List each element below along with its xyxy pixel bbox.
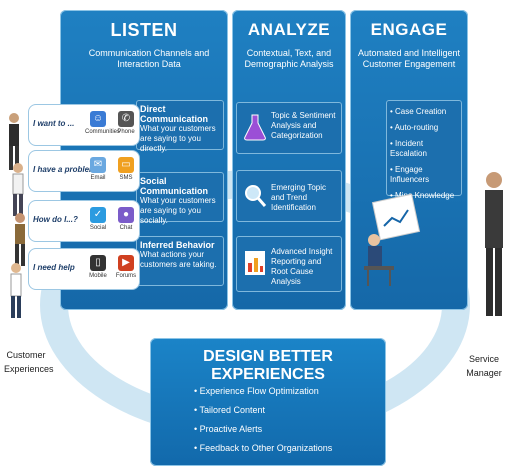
service-manager-label: Service Manager	[466, 354, 502, 378]
customer-figure	[10, 263, 22, 318]
analyze-item-trend: Emerging Topic and Trend Identification	[236, 170, 342, 222]
mobile-icon: ▯	[90, 255, 106, 271]
customer-figure	[12, 163, 24, 216]
analyze-item-text: Emerging Topic and Trend Identification	[271, 183, 326, 212]
channel-forums: ▶Forums	[115, 255, 137, 279]
analyze-title: ANALYZE	[247, 20, 331, 39]
customer-figure	[9, 113, 19, 170]
channel-email: ✉Email	[90, 157, 106, 181]
listen-item-head: Inferred Behavior	[140, 240, 215, 250]
listen-item-head: Direct Communication	[140, 104, 209, 124]
flask-icon	[244, 114, 266, 141]
customer-experiences-label: Customer Experiences	[4, 350, 54, 374]
communities-icon: ☺	[90, 111, 106, 127]
listen-subtitle: Communication Channels and Interaction D…	[88, 48, 210, 69]
listen-item-head: Social Communication	[140, 176, 209, 196]
channel-social: ✓Social	[89, 207, 107, 231]
manager-at-desk-illustration	[364, 193, 421, 286]
channel-phone: ✆Phone	[117, 111, 135, 135]
channel-mobile: ▯Mobile	[89, 255, 107, 279]
design-better-experiences-box: DESIGN BETTER EXPERIENCES • Experience F…	[150, 338, 386, 466]
customer-bubble: I want to ... ☺Communities ✆Phone	[28, 104, 140, 146]
email-icon: ✉	[90, 157, 106, 173]
engage-column: ENGAGE Automated and Intelligent Custome…	[350, 10, 468, 310]
engage-bullet: • Incident Escalation	[390, 139, 427, 158]
analyze-item-text: Advanced Insight Reporting and Root Caus…	[271, 247, 333, 286]
bubble-text: I need help	[33, 263, 75, 272]
engage-subtitle: Automated and Intelligent Customer Engag…	[357, 48, 461, 69]
forums-icon: ▶	[118, 255, 134, 271]
bubble-text: I have a problem	[33, 165, 97, 174]
listen-item-social: Social Communication What your customers…	[136, 172, 224, 225]
bottom-bullet: • Experience Flow Optimization	[194, 386, 319, 396]
analyze-item-report: Advanced Insight Reporting and Root Caus…	[236, 236, 342, 292]
engage-title: ENGAGE	[370, 20, 448, 39]
analyze-item-text: Topic & Sentiment Analysis and Categoriz…	[271, 111, 336, 140]
social-icon: ✓	[90, 207, 106, 223]
bubble-text: I want to ...	[33, 119, 75, 128]
report-icon	[245, 251, 265, 275]
phone-icon: ✆	[118, 111, 134, 127]
analyze-column: ANALYZE Contextual, Text, and Demographi…	[232, 10, 346, 310]
bottom-title: DESIGN BETTER EXPERIENCES	[203, 348, 333, 383]
sms-icon: ▭	[118, 157, 134, 173]
engage-bullet: • Case Creation	[390, 107, 447, 116]
channel-communities: ☺Communities	[85, 111, 121, 135]
listen-item-body: What your customers are saying to you di…	[140, 124, 216, 153]
bottom-bullet: • Feedback to Other Organizations	[194, 443, 333, 453]
listen-title: LISTEN	[110, 20, 178, 40]
engage-bullet: • Auto-routing	[390, 123, 439, 132]
customer-bubble: How do I...? ✓Social ●Chat	[28, 200, 140, 242]
listen-item-body: What your customers are saying to you so…	[140, 196, 216, 225]
chat-icon: ●	[118, 207, 134, 223]
bubble-text: How do I...?	[33, 215, 78, 224]
listen-item-inferred: Inferred Behavior What actions your cust…	[136, 236, 224, 286]
engage-bullet: • Mine Knowledge	[390, 191, 455, 200]
engage-bullets: • Case Creation • Auto-routing • Inciden…	[386, 100, 462, 200]
analyze-item-sentiment: Topic & Sentiment Analysis and Categoriz…	[236, 102, 342, 154]
magnifier-icon	[245, 185, 267, 207]
channel-sms: ▭SMS	[118, 157, 134, 181]
bottom-bullet: • Proactive Alerts	[194, 424, 263, 434]
bottom-bullet: • Tailored Content	[194, 405, 266, 415]
engage-bullet: • Engage Influencers	[390, 165, 430, 184]
service-manager-figure	[485, 172, 503, 316]
listen-item-body: What actions your customers are taking.	[140, 250, 217, 269]
listen-item-direct: Direct Communication What your customers…	[136, 100, 224, 153]
channel-chat: ●Chat	[118, 207, 134, 231]
customer-bubble: I have a problem ✉Email ▭SMS	[28, 150, 140, 192]
analyze-subtitle: Contextual, Text, and Demographic Analys…	[244, 48, 334, 69]
customer-bubble: I need help ▯Mobile ▶Forums	[28, 248, 140, 290]
customer-figure	[15, 213, 25, 266]
